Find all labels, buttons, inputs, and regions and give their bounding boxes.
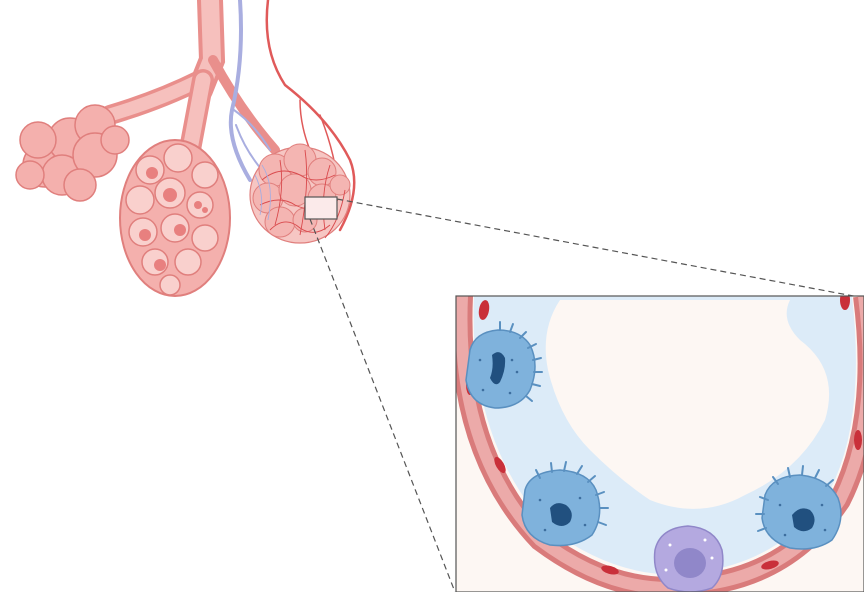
zoom-line-bottom [310,219,455,592]
right-branch [213,60,275,150]
magnified-alveolus [456,290,864,592]
artery-branch-1 [300,100,310,150]
alveolar-cluster-left [16,105,129,201]
leukocyte [655,526,723,592]
zoom-line-top [337,199,864,298]
alveolar-cluster-middle [120,140,230,296]
bronchial-tree [110,0,275,160]
zoom-box [305,197,337,219]
alveolar-sac-right [250,144,350,243]
